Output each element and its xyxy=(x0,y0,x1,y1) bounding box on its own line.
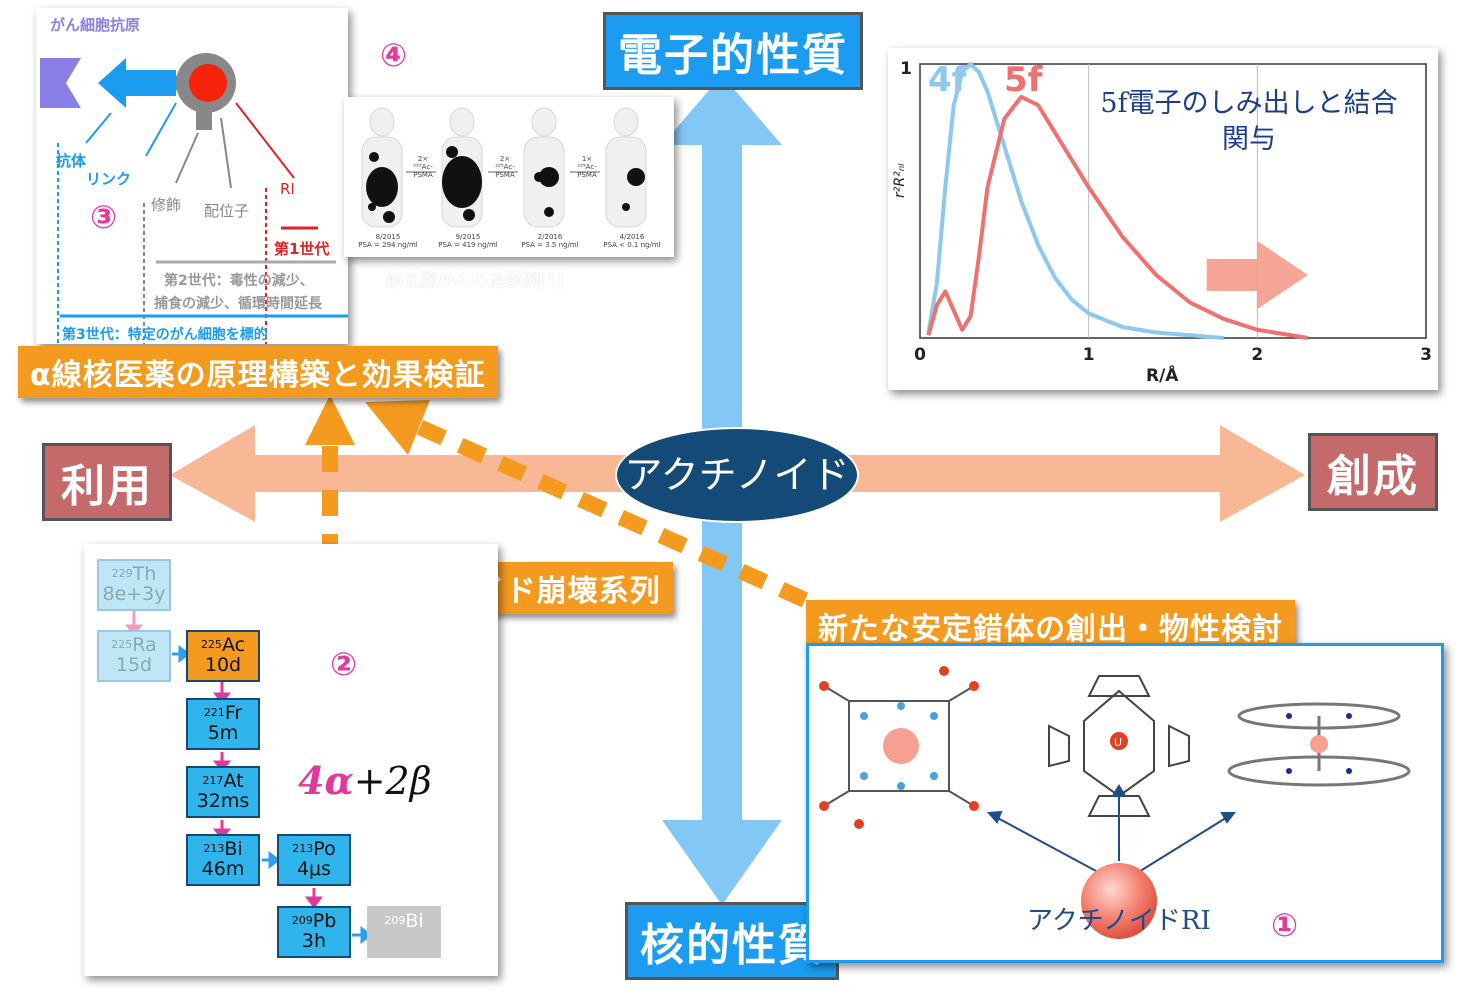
svg-text:U: U xyxy=(1114,736,1122,749)
step-2: 2×²²⁵Ac-PSMA xyxy=(495,155,515,179)
series-line-4f xyxy=(926,62,1224,340)
ligand-label: 配位子 xyxy=(204,202,250,220)
drug-design-panel: がん細胞抗原 抗体 リンク 修飾 配位子 RI 第1世代 第2世代：毒性の減少、… xyxy=(36,8,348,344)
marker-4: ④ xyxy=(380,36,408,74)
chart-svg: 0 1 2 3 1 xyxy=(900,59,1432,365)
label-alpha-medicine: α線核医薬の原理構築と効果検証 xyxy=(18,346,498,398)
antigen-label: がん細胞抗原 xyxy=(50,16,141,34)
gen1-label: 第1世代 xyxy=(274,240,330,258)
step-3: 1×²²⁵Ac-PSMA xyxy=(577,155,597,179)
pet-caption: 前立腺がんの治験例[1] xyxy=(386,271,564,291)
x-tick-label: 1 xyxy=(1083,345,1095,365)
antigen-shape xyxy=(40,58,81,108)
axis-label-create: 創成 xyxy=(1308,433,1438,511)
ri-label: RI xyxy=(280,180,295,198)
sandwich-complex xyxy=(1227,702,1411,787)
marker-1: ① xyxy=(1271,906,1299,944)
actinide-ri-label: アクチノイドRI xyxy=(1027,906,1211,936)
center-label: アクチノイド xyxy=(624,453,850,497)
conjugate-drawing xyxy=(40,53,348,344)
complex-panel: U アクチノイドRI ① xyxy=(806,643,1444,963)
x-tick-label: 3 xyxy=(1420,345,1432,365)
pet-scans xyxy=(361,107,647,228)
step-1: 2×²²⁵Ac-PSMA xyxy=(413,155,433,179)
pet-scan-panel: 2×²²⁵Ac-PSMA 2×²²⁵Ac-PSMA 1×²²⁵Ac-PSMA 8… xyxy=(344,97,674,257)
gen3-label: 第3世代：特定のがん細胞を標的 xyxy=(62,327,268,343)
spill-out-arrow xyxy=(1206,240,1308,309)
y-tick-label: 1 xyxy=(900,59,912,79)
link-label: リンク xyxy=(86,170,132,188)
antibody-label: 抗体 xyxy=(56,152,87,170)
x-tick-label: 2 xyxy=(1251,345,1263,365)
axis-label-electronic: 電子的性質 xyxy=(603,12,863,90)
gen2-label-2: 捕食の減少、循環時間延長 xyxy=(154,296,322,312)
x-tick-label: 0 xyxy=(914,345,926,365)
modification-label: 修飾 xyxy=(151,196,182,214)
series-line-5f xyxy=(926,94,1309,340)
chart-xlabel: R/Å xyxy=(1146,366,1179,386)
dotted-up-arrowhead xyxy=(305,395,355,445)
plot-frame xyxy=(919,63,1427,339)
radial-distribution-chart: 0 1 2 3 1 4f 5f 5f電子のしみ出しと結合関与 r²R²ₙₗ R/Å xyxy=(888,48,1438,390)
gen2-label-1: 第2世代：毒性の減少、 xyxy=(164,273,314,289)
marker-2: ② xyxy=(330,645,358,683)
chart-title: 5f電子のしみ出しと結合関与 xyxy=(1100,88,1398,155)
molecule-drawings: U xyxy=(819,666,1411,939)
axis-label-use: 利用 xyxy=(42,443,172,521)
nuclide-bi209: 209Bi xyxy=(367,906,441,958)
antibody-shape xyxy=(98,58,176,108)
center-ellipse: アクチノイド xyxy=(615,427,859,523)
marker-3: ③ xyxy=(90,198,118,236)
axis-label-nuclear: 核的性質 xyxy=(625,902,839,980)
legend-5f: 5f xyxy=(1004,60,1043,100)
decay-chain-panel xyxy=(84,544,498,976)
legend-4f: 4f xyxy=(928,60,967,100)
chart-ylabel: r²R²ₙₗ xyxy=(892,163,908,198)
dotted-diag-arrowhead xyxy=(365,400,430,455)
actinide-ri-ball xyxy=(1081,863,1157,939)
decay-formula: 4α+2β xyxy=(298,758,432,803)
